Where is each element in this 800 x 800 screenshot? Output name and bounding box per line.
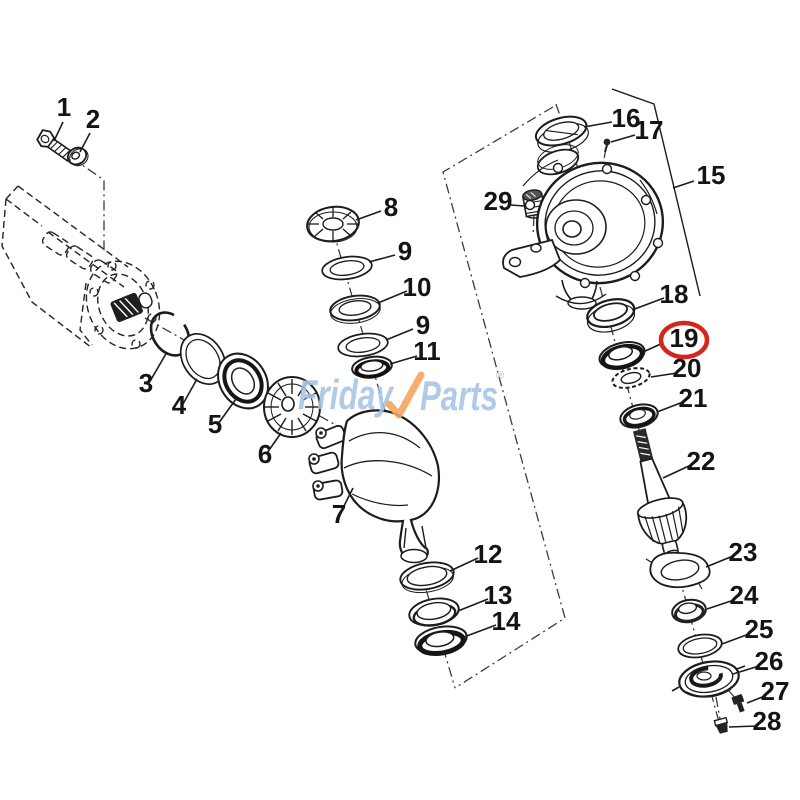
callout-6: 6	[258, 439, 272, 469]
callout-19: 19	[670, 323, 699, 353]
callout-15: 15	[697, 160, 726, 190]
callout-17: 17	[635, 115, 664, 145]
bevel-gear-8	[306, 205, 360, 243]
callout-14: 14	[492, 606, 521, 636]
callout-24: 24	[730, 580, 759, 610]
leader-lines	[53, 121, 766, 728]
lock-washer-20	[611, 367, 651, 389]
callout-26: 26	[755, 646, 784, 676]
washer-9b	[337, 332, 389, 358]
bolt-1	[36, 129, 75, 162]
diff-housing-7	[308, 409, 441, 564]
seal-ring-16	[534, 115, 589, 153]
seal-12	[399, 561, 455, 594]
bearing-5	[217, 352, 269, 410]
callout-29: 29	[484, 186, 513, 216]
pinion-shaft-22	[632, 428, 688, 558]
registered-mark: ®	[496, 370, 504, 382]
callout-16: 16	[612, 103, 641, 133]
callout-9b: 9	[416, 310, 430, 340]
callout-5: 5	[208, 409, 222, 439]
callout-7: 7	[332, 499, 346, 529]
callout-8: 8	[384, 192, 398, 222]
ring-21	[619, 403, 659, 429]
callout-12: 12	[474, 539, 503, 569]
axle-shaft-stub	[110, 292, 153, 322]
bearing-cup-18	[586, 298, 636, 333]
callout-2: 2	[86, 104, 100, 134]
bolt-27	[731, 694, 745, 713]
callout-3: 3	[139, 368, 153, 398]
washer-10	[329, 294, 381, 324]
axle-housing-phantom	[1, 185, 161, 350]
callout-27: 27	[761, 676, 790, 706]
bearing-cone-19	[598, 341, 646, 371]
bolt-17	[603, 138, 611, 153]
knuckle-housing-15	[502, 144, 665, 310]
callout-18: 18	[660, 279, 689, 309]
callout-28: 28	[753, 706, 782, 736]
callout-22: 22	[687, 446, 716, 476]
bracket-15	[611, 88, 701, 297]
ring-25	[677, 633, 723, 659]
gasket-23	[645, 551, 715, 590]
callout-25: 25	[745, 614, 774, 644]
callout-1: 1	[57, 92, 71, 122]
callout-13: 13	[484, 580, 513, 610]
bearing-24	[671, 598, 707, 624]
cover-26	[671, 660, 746, 698]
callout-11: 11	[413, 336, 441, 366]
highlight-circle-19	[658, 320, 710, 360]
plug-28	[713, 716, 729, 734]
ring-13	[408, 597, 460, 627]
bearing-14	[414, 625, 468, 657]
watermark-logo: Friday Parts ®	[298, 370, 504, 419]
callout-4: 4	[172, 390, 187, 420]
washer-2	[66, 146, 89, 167]
callout-labels: 1 2 3 4 5 6 7 8 9 10 9 11 12 13 14 15 16…	[57, 92, 790, 736]
bevel-gear-6	[263, 376, 321, 438]
callout-9a: 9	[398, 236, 412, 266]
washer-9a	[321, 255, 373, 281]
watermark-check-icon	[385, 371, 425, 419]
watermark-text-parts: Parts	[420, 372, 498, 419]
callout-21: 21	[679, 383, 708, 413]
watermark-text-friday: Friday	[298, 371, 395, 418]
callout-10: 10	[403, 272, 432, 302]
callout-23: 23	[729, 537, 758, 567]
